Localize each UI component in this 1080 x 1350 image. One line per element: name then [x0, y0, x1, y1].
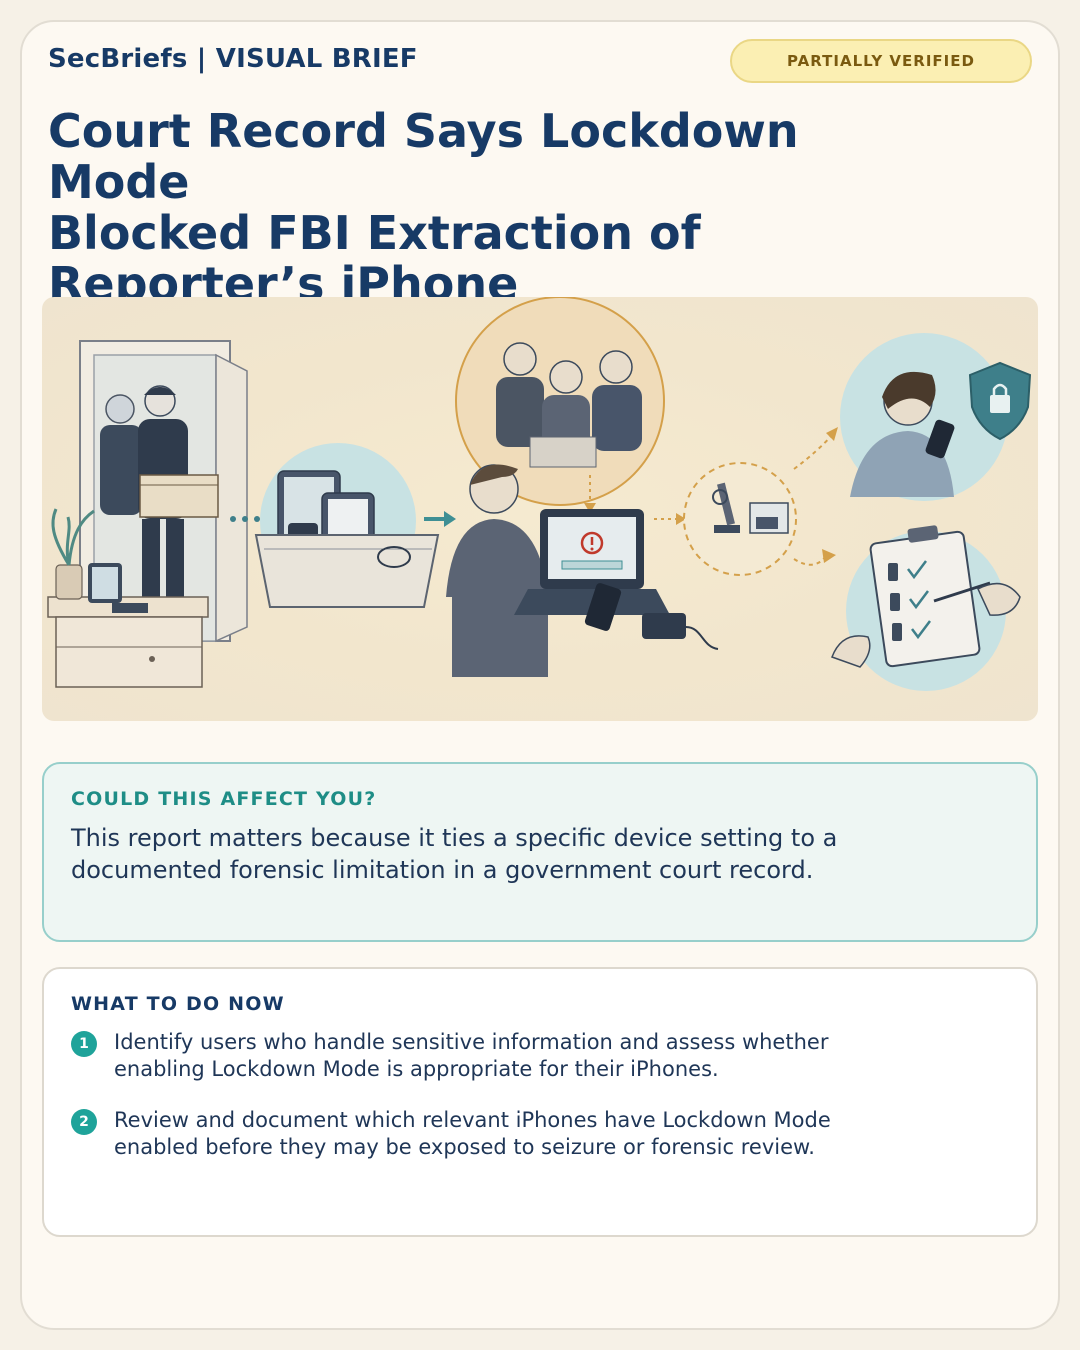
actions-heading: WHAT TO DO NOW [71, 993, 285, 1015]
flow-arrow [424, 511, 456, 527]
evidence-bin [254, 443, 440, 608]
title-line: Blocked FBI Extraction of [48, 206, 701, 260]
affect-body: This report matters because it ties a sp… [71, 824, 838, 884]
step-text: Identify users who handle sensitive info… [114, 1030, 829, 1081]
shield-lock-icon [968, 361, 1032, 441]
protected-user-scene [840, 333, 1032, 501]
brand-header: SecBriefs | VISUAL BRIEF [48, 44, 418, 74]
flow-connector [230, 516, 260, 522]
forensic-lab-scene [446, 297, 719, 677]
step-number-badge: 1 [71, 1031, 97, 1057]
flow-connector [654, 513, 686, 525]
flow-arrow [793, 427, 838, 566]
affect-callout: COULD THIS AFFECT YOU? This report matte… [42, 762, 1038, 942]
page-title: Court Record Says Lockdown Mode Blocked … [48, 106, 948, 310]
step-text: Review and document which relevant iPhon… [114, 1108, 831, 1159]
status-badge: PARTIALLY VERIFIED [730, 39, 1032, 83]
audit-scene [831, 525, 1021, 691]
clipboard-checklist-icon [869, 525, 981, 668]
affect-heading: COULD THIS AFFECT YOU? [71, 788, 377, 810]
step-number-badge: 2 [71, 1109, 97, 1135]
seizure-scene [47, 340, 248, 688]
analysis-scene [683, 462, 797, 576]
microscope-icon [712, 482, 740, 533]
actions-panel: WHAT TO DO NOW 1 Identify users who hand… [42, 967, 1038, 1237]
title-line: Court Record Says Lockdown Mode [48, 104, 799, 209]
story-illustration [42, 297, 1038, 721]
